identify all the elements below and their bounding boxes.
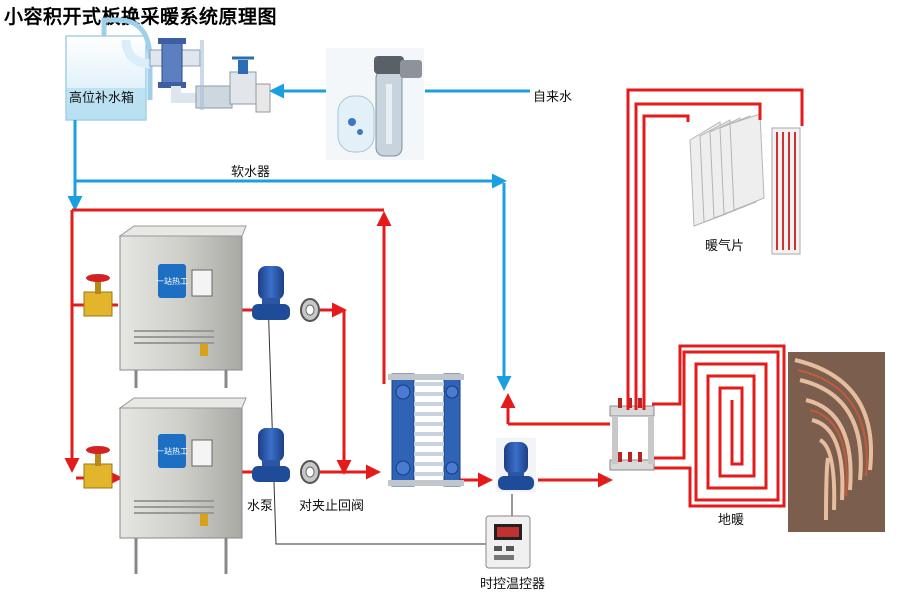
floor-heating-coil — [644, 344, 786, 508]
label-floor-heating: 地暖 — [718, 513, 745, 528]
secondary-pump — [496, 438, 536, 492]
manifold — [609, 398, 655, 488]
radiator-panel — [771, 127, 801, 255]
label-tap-water: 自来水 — [533, 90, 573, 105]
thermostat-controller — [485, 515, 531, 569]
label-pump: 水泵 — [247, 499, 274, 514]
float-valve-assembly — [149, 38, 271, 113]
label-controller: 时控温控器 — [480, 577, 546, 592]
gate-valve-lower — [83, 446, 113, 489]
boiler-panel-text-upper: 一站热工 — [156, 276, 188, 286]
circulation-pump-lower — [252, 428, 290, 482]
boiler-panel-text-lower: 一站热工 — [156, 446, 188, 456]
circulation-pump-upper — [252, 266, 290, 320]
gate-valve-upper — [83, 274, 113, 317]
control-wiring — [267, 297, 513, 545]
hot-water-pipes — [64, 88, 804, 488]
electric-boiler-upper — [118, 225, 247, 388]
water-softener — [326, 48, 424, 160]
label-softener: 软水器 — [231, 165, 271, 180]
label-check-valve: 对夹止回阀 — [299, 499, 365, 514]
label-header-tank: 高位补水箱 — [69, 91, 135, 106]
header-tank — [65, 17, 153, 121]
plate-heat-exchanger — [388, 373, 464, 487]
electric-boiler-lower — [118, 397, 247, 574]
radiator — [687, 113, 765, 227]
check-valve-upper — [300, 298, 320, 322]
floor-heating-photo — [788, 352, 885, 532]
diagram-title: 小容积开式板换采暖系统原理图 — [4, 6, 278, 28]
cold-water-pipes — [67, 83, 530, 391]
label-radiator: 暖气片 — [705, 239, 745, 254]
check-valve-lower — [300, 460, 320, 484]
